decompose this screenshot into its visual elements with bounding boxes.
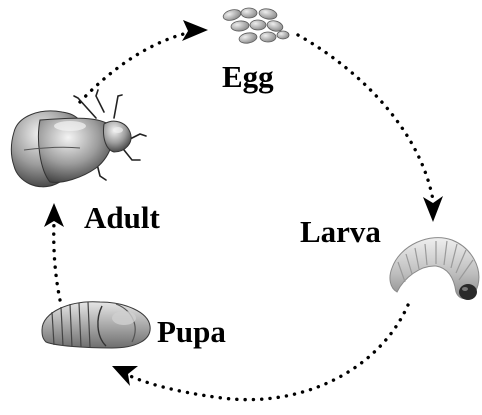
grub-icon	[390, 238, 479, 300]
arrow-to-egg	[182, 20, 208, 41]
pupa-icon	[42, 302, 150, 348]
arrow-to-larva	[423, 196, 443, 222]
arrow-to-pupa	[112, 366, 138, 386]
egg-cluster-icon	[222, 8, 289, 45]
stage-label-pupa: Pupa	[157, 316, 226, 347]
arrow-to-adult	[44, 203, 64, 227]
path-egg-to-larva	[298, 35, 433, 200]
stage-label-larva: Larva	[300, 216, 381, 247]
stage-label-adult: Adult	[84, 202, 160, 233]
beetle-icon	[11, 90, 146, 187]
stage-label-egg: Egg	[222, 61, 274, 92]
path-pupa-to-adult	[54, 222, 60, 300]
